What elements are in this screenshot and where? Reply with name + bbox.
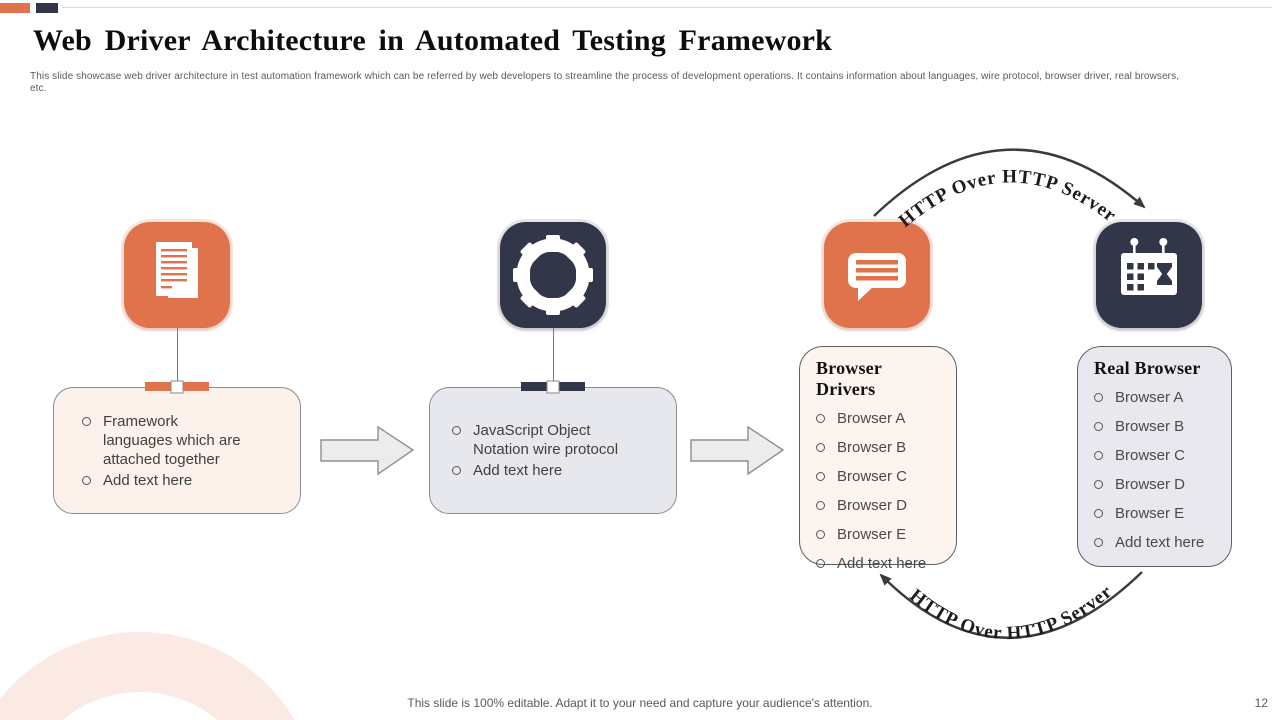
connector-line-2 [553, 328, 554, 383]
bullet-circle-icon [816, 443, 825, 452]
list-item: Add text here [452, 461, 650, 480]
list-item: Framework languages which are attached t… [82, 412, 242, 469]
bullet-circle-icon [452, 466, 461, 475]
list-item: Browser E [1094, 504, 1217, 523]
page-number: 12 [1254, 696, 1268, 710]
footer-note: This slide is 100% editable. Adapt it to… [407, 696, 873, 710]
list-item: Browser D [1094, 475, 1217, 494]
bullet-circle-icon [816, 472, 825, 481]
list-item: Browser C [1094, 446, 1217, 465]
document-icon-glyph [156, 242, 198, 298]
chat-icon-glyph [848, 253, 906, 301]
list-item-label: Add text here [473, 462, 563, 479]
page-title: Web Driver Architecture in Automated Tes… [33, 24, 833, 57]
bullet-circle-icon [816, 559, 825, 568]
list-item-label: JavaScript Object Notation wire protocol [473, 422, 619, 458]
arc-bottom-label: HTTP Over HTTP Server [905, 581, 1116, 644]
document-icon [124, 222, 230, 328]
bullet-circle-icon [1094, 480, 1103, 489]
panel-header-real-browser: Real Browser [1094, 358, 1201, 378]
bullet-circle-icon [816, 414, 825, 423]
list-item: JavaScript Object Notation wire protocol [452, 421, 650, 459]
list-item-label: Browser D [1115, 476, 1186, 493]
arc-bottom-arrow [879, 571, 1143, 639]
arc-bottom-label-text: HTTP Over HTTP Server [905, 581, 1115, 644]
list-item: Add text here [82, 471, 242, 490]
list-item-label: Browser E [837, 526, 907, 543]
list-item: Add text here [816, 554, 942, 573]
list-item-label: Add text here [837, 555, 927, 572]
tab-square-2 [546, 380, 560, 393]
list-item-label: Browser C [1115, 447, 1186, 464]
list-item-label: Browser A [837, 410, 906, 427]
calendar-icon [1096, 222, 1202, 328]
gear-icon-glyph [513, 235, 593, 315]
gear-icon [500, 222, 606, 328]
list-item: Browser D [816, 496, 942, 515]
chat-icon [824, 222, 930, 328]
panel-tab-2 [521, 380, 585, 393]
list-item-label: Browser C [837, 468, 908, 485]
flow-arrow-2 [690, 425, 785, 476]
list-item: Add text here [1094, 533, 1217, 552]
top-rule-line [62, 7, 1272, 8]
panel-header-browser-drivers: Browser Drivers [816, 358, 882, 399]
bullet-circle-icon [82, 475, 91, 485]
list-item: Browser A [816, 409, 942, 428]
tab-square-1 [170, 380, 184, 393]
accent-bar-orange [0, 3, 30, 13]
slide-subtitle: This slide showcase web driver architect… [30, 71, 1180, 94]
panel-browser-drivers: Browser Drivers Browser A Browser B Brow… [799, 346, 957, 572]
arc-top-arrow [873, 148, 1146, 217]
panel-framework-languages: Framework languages which are attached t… [53, 387, 301, 514]
panel-real-browser: Real Browser Browser A Browser B Browser… [1077, 346, 1232, 567]
list-item: Browser A [1094, 388, 1217, 407]
bullet-circle-icon [816, 530, 825, 539]
list-item-label: Framework languages which are attached t… [103, 412, 241, 468]
panel-wire-protocol: JavaScript Object Notation wire protocol… [429, 387, 677, 514]
bullet-circle-icon [82, 416, 91, 426]
list-item-label: Browser B [837, 439, 907, 456]
accent-bar-dark [36, 3, 58, 13]
list-item: Browser B [816, 438, 942, 457]
connector-line-1 [177, 328, 178, 383]
bullet-circle-icon [1094, 509, 1103, 518]
list-item-label: Add text here [1115, 534, 1205, 551]
flow-arrow-1 [320, 425, 415, 476]
bullet-circle-icon [816, 501, 825, 510]
bullet-circle-icon [1094, 538, 1103, 547]
list-item: Browser E [816, 525, 942, 544]
list-item-label: Browser A [1115, 389, 1184, 406]
list-item-label: Browser B [1115, 418, 1185, 435]
panel-tab-1 [145, 380, 209, 393]
list-item: Browser B [1094, 417, 1217, 436]
bullet-circle-icon [452, 426, 461, 435]
list-item-label: Add text here [103, 471, 193, 489]
calendar-icon-glyph [1121, 238, 1177, 295]
bullet-circle-icon [1094, 393, 1103, 402]
list-item-label: Browser D [837, 497, 908, 514]
list-item: Browser C [816, 467, 942, 486]
bullet-circle-icon [1094, 422, 1103, 431]
bullet-circle-icon [1094, 451, 1103, 460]
list-item-label: Browser E [1115, 505, 1185, 522]
